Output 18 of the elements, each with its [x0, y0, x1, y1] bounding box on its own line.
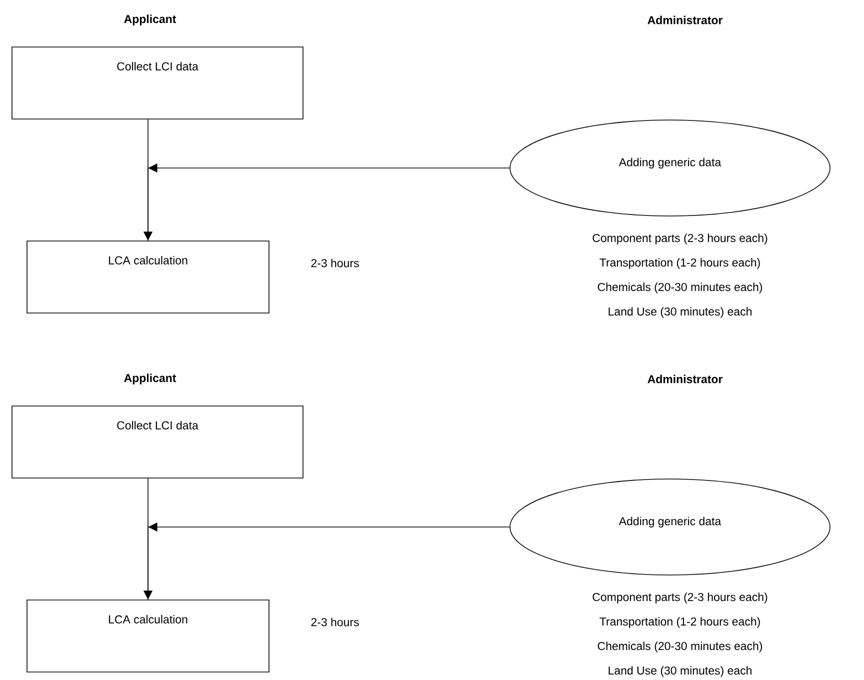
time-estimate: Land Use (30 minutes) each — [608, 307, 752, 318]
time-estimate: Land Use (30 minutes) each — [608, 666, 752, 677]
time-estimate: Chemicals (20-30 minutes each) — [598, 282, 762, 294]
column-heading: Applicant — [124, 374, 176, 384]
process-box: LCA calculation — [26, 240, 270, 314]
time-estimate: Component parts (2-3 hours each) — [592, 592, 768, 604]
time-estimate: Transportation (1-2 hours each) — [600, 258, 760, 269]
time-estimate: Chemicals (20-30 minutes each) — [598, 642, 762, 652]
duration-text: 2-3 hours — [311, 258, 359, 268]
column-heading: Applicant — [124, 14, 176, 26]
time-estimate: Transportation (1-2 hours each) — [600, 617, 760, 628]
column-heading: Administrator — [648, 16, 723, 24]
process-box: LCA calculation — [26, 600, 270, 672]
duration-text: 2-3 hours — [311, 618, 359, 626]
process-box: Collect LCI data — [12, 406, 304, 478]
column-heading: Administrator — [648, 374, 723, 384]
time-estimate: Component parts (2-3 hours each) — [592, 234, 768, 244]
process-box: Collect LCI data — [12, 46, 304, 120]
